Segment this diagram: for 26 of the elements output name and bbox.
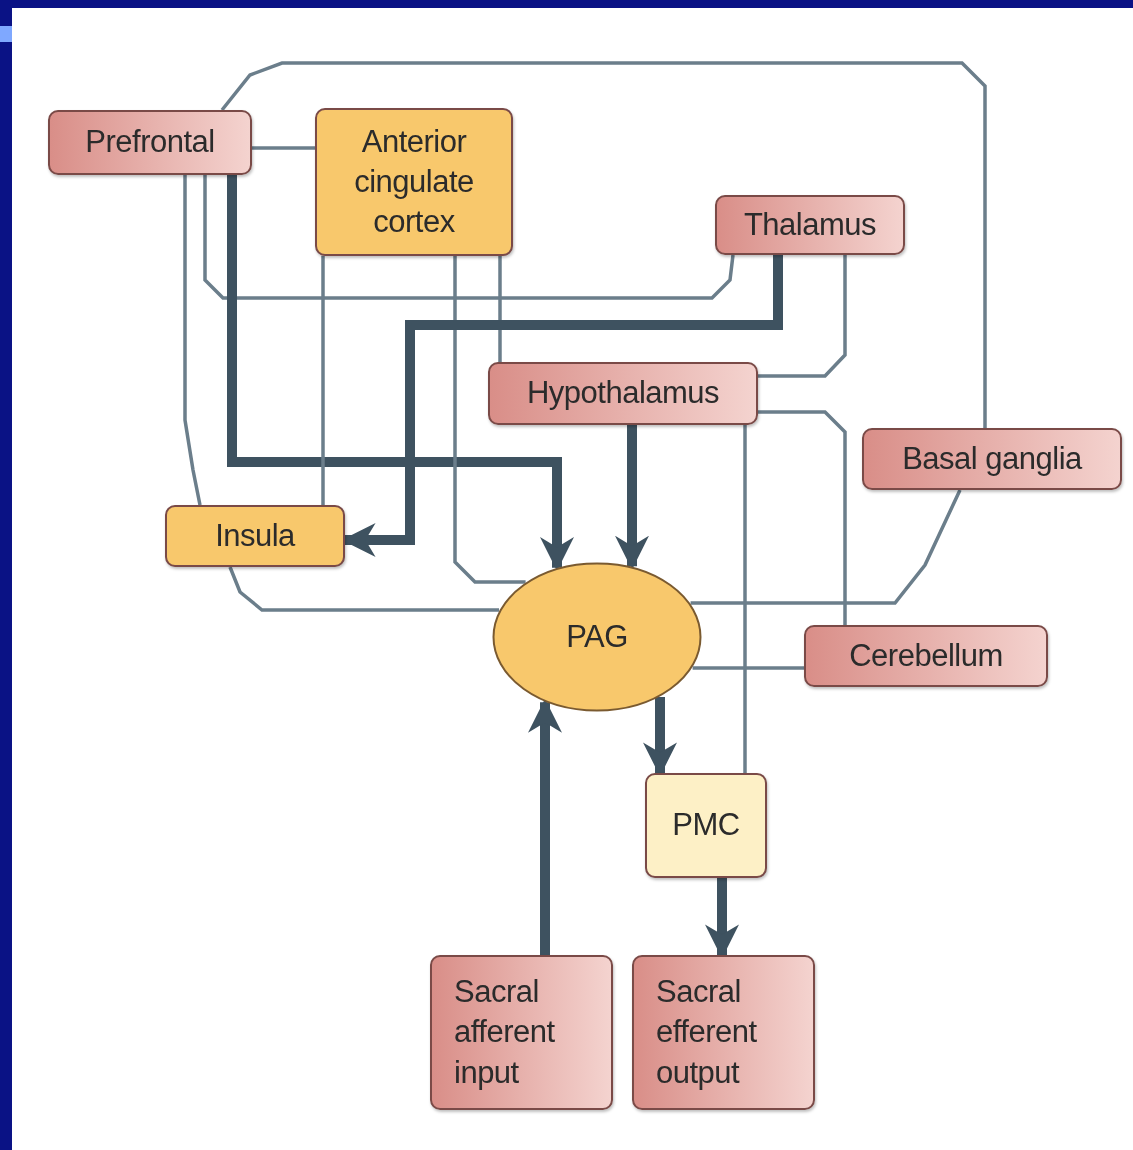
connector-line	[758, 410, 847, 625]
process-box: Insula	[165, 505, 345, 567]
connector-line	[690, 489, 962, 605]
process-box: Prefrontal	[48, 110, 252, 175]
connector-line	[321, 256, 325, 505]
connector-line	[220, 61, 987, 428]
process-box: Anterior cingulate cortex	[315, 108, 513, 256]
arrow	[615, 425, 649, 570]
connector-line	[498, 256, 502, 362]
process-box: Sacral afferent input	[430, 955, 613, 1110]
connector-line	[692, 666, 804, 670]
connector-line	[252, 146, 315, 150]
process-box: Hypothalamus	[488, 362, 758, 425]
node-label: PAG	[566, 617, 628, 656]
connector-line	[203, 175, 735, 300]
connector-line	[758, 255, 847, 378]
process-box: Cerebellum	[804, 625, 1048, 687]
connector-line	[228, 566, 500, 612]
process-box: Sacral efferent output	[632, 955, 815, 1110]
process-box: PMC	[645, 773, 767, 878]
process-box: Thalamus	[715, 195, 905, 255]
connector-line	[183, 175, 202, 506]
connector-line	[743, 425, 747, 773]
ellipse-node	[492, 562, 702, 712]
process-box: Basal ganglia	[862, 428, 1122, 490]
connector-line	[453, 256, 526, 584]
